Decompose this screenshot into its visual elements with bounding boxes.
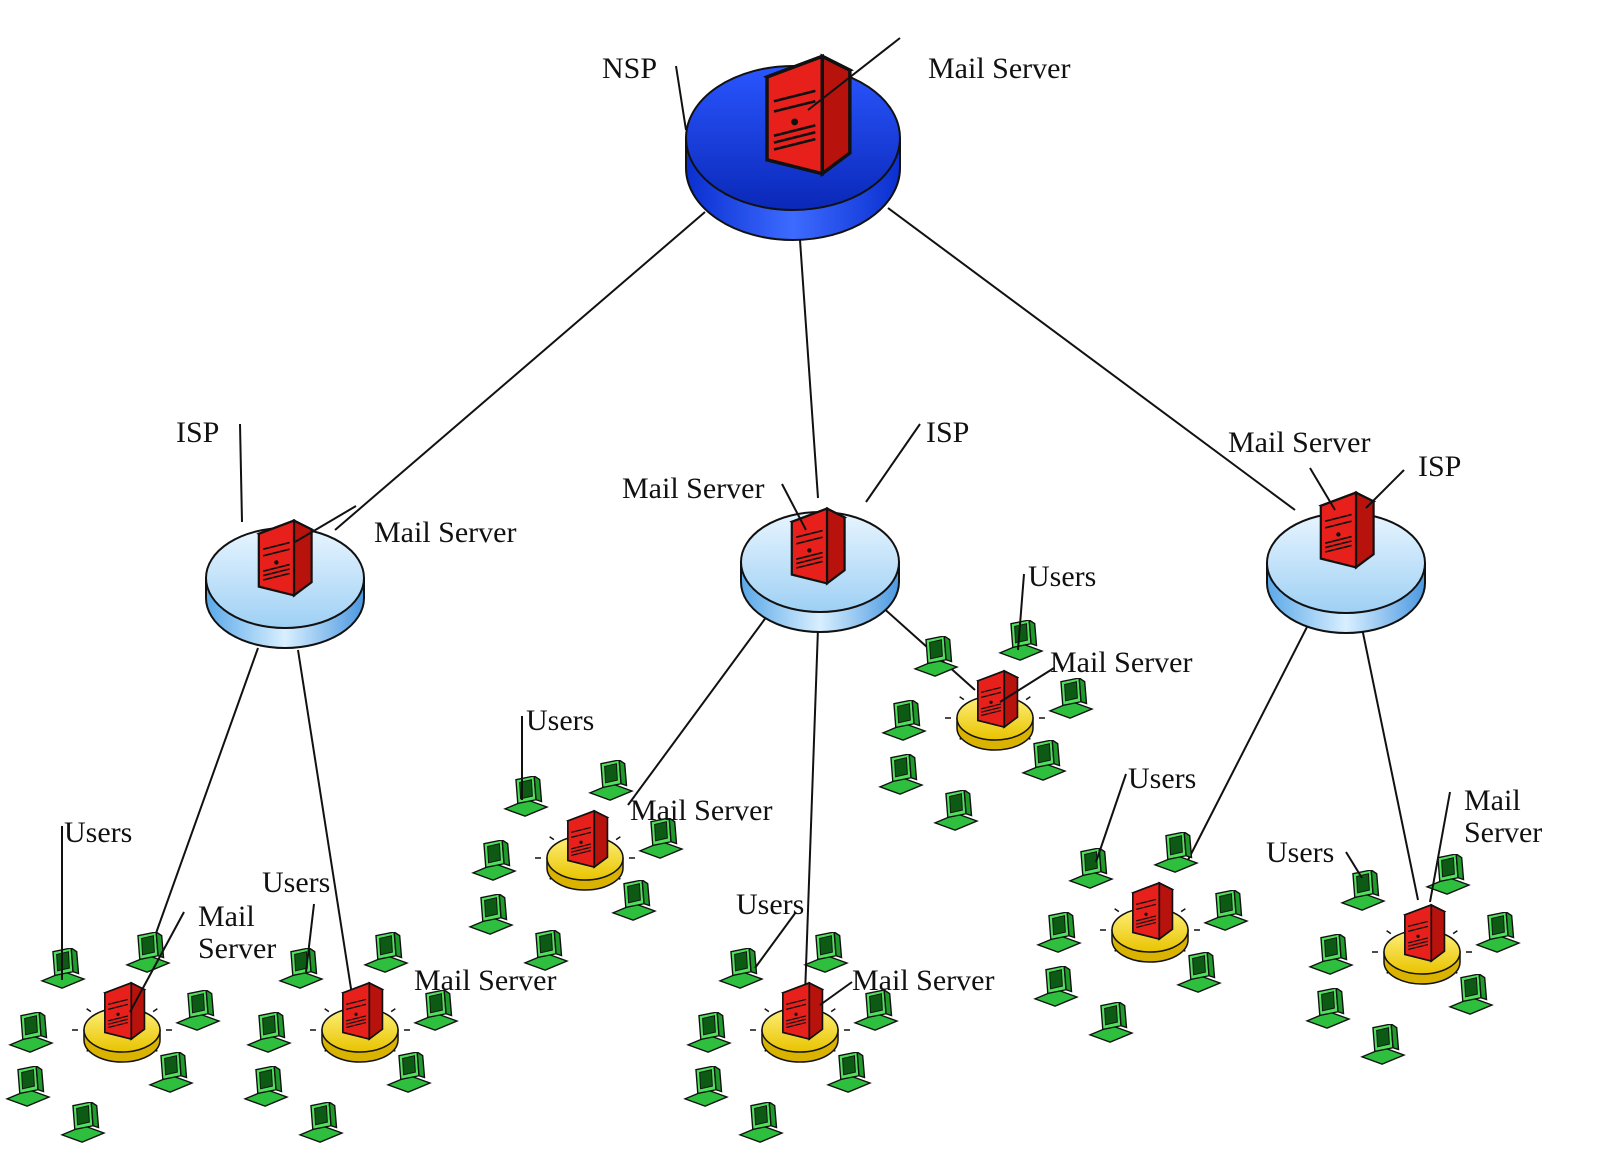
- isp-left-mail-server-icon: [257, 519, 313, 597]
- desktop-computer-icon: [9, 1012, 53, 1053]
- desktop-computer-icon: [879, 754, 923, 795]
- diagram-labels: NSP Mail Server ISP Mail Server ISP Mail…: [64, 52, 1542, 997]
- desktop-computer-icon: [299, 1102, 343, 1143]
- desktop-computer-icon: [687, 1012, 731, 1053]
- desktop-computer-icon: [244, 1066, 288, 1107]
- user-cluster-5: [684, 932, 898, 1143]
- label-cluster2-users: Users: [262, 866, 330, 899]
- user-cluster-3: [469, 760, 683, 971]
- nsp-mail-server-icon: [765, 54, 852, 176]
- isp-node-left: [205, 519, 365, 649]
- desktop-computer-icon: [176, 990, 220, 1031]
- isp-right-mail-server-icon: [1319, 491, 1375, 569]
- desktop-computer-icon: [1037, 912, 1081, 953]
- desktop-computer-icon: [739, 1102, 783, 1143]
- desktop-computer-icon: [472, 840, 516, 881]
- desktop-computer-icon: [1476, 912, 1520, 953]
- isp-node-mid: [740, 507, 900, 633]
- desktop-computer-icon: [469, 894, 513, 935]
- desktop-computer-icon: [589, 760, 633, 801]
- label-isp-mid-mail-server: Mail Server: [622, 472, 764, 505]
- server-tower-icon: [104, 982, 146, 1040]
- label-cluster6-users: Users: [1128, 762, 1196, 795]
- desktop-computer-icon: [1309, 934, 1353, 975]
- label-isp-mid: ISP: [926, 416, 969, 449]
- label-cluster1-mail: Mail: [198, 900, 255, 933]
- desktop-computer-icon: [1089, 1002, 1133, 1043]
- label-isp-right: ISP: [1418, 450, 1461, 483]
- label-cluster1-users: Users: [64, 816, 132, 849]
- desktop-computer-icon: [364, 932, 408, 973]
- label-cluster5-users: Users: [736, 888, 804, 921]
- user-cluster-1: [6, 932, 220, 1143]
- user-cluster-2: [244, 932, 458, 1143]
- desktop-computer-icon: [247, 1012, 291, 1053]
- user-cluster-6: [1034, 832, 1248, 1043]
- server-tower-icon: [342, 982, 384, 1040]
- desktop-computer-icon: [684, 1066, 728, 1107]
- nsp-node: [685, 54, 901, 241]
- desktop-computer-icon: [1154, 832, 1198, 873]
- label-nsp: NSP: [602, 52, 657, 85]
- label-isp-left: ISP: [176, 416, 219, 449]
- label-cluster3-users: Users: [526, 704, 594, 737]
- desktop-computer-icon: [612, 880, 656, 921]
- desktop-computer-icon: [1034, 966, 1078, 1007]
- server-tower-icon: [977, 670, 1019, 728]
- label-nsp-mail-server: Mail Server: [928, 52, 1070, 85]
- desktop-computer-icon: [1204, 890, 1248, 931]
- desktop-computer-icon: [1341, 870, 1385, 911]
- label-cluster5-mail-server: Mail Server: [852, 964, 994, 997]
- user-cluster-4: [879, 620, 1093, 831]
- desktop-computer-icon: [1177, 952, 1221, 993]
- label-cluster2-mail-server: Mail Server: [414, 964, 556, 997]
- server-tower-icon: [567, 810, 609, 868]
- desktop-computer-icon: [999, 620, 1043, 661]
- isp-node-right: [1266, 491, 1426, 634]
- desktop-computer-icon: [1361, 1024, 1405, 1065]
- leader-lines: [61, 37, 1451, 1013]
- desktop-computer-icon: [279, 948, 323, 989]
- user-cluster-7: [1306, 854, 1520, 1065]
- server-tower-icon: [1132, 882, 1174, 940]
- label-cluster4-mail-server: Mail Server: [1050, 646, 1192, 679]
- user-clusters: [6, 620, 1520, 1143]
- desktop-computer-icon: [934, 790, 978, 831]
- label-cluster1-server: Server: [198, 932, 276, 965]
- label-cluster7-users: Users: [1266, 836, 1334, 869]
- desktop-computer-icon: [504, 776, 548, 817]
- label-cluster3-mail-server: Mail Server: [630, 794, 772, 827]
- server-tower-icon: [782, 982, 824, 1040]
- desktop-computer-icon: [61, 1102, 105, 1143]
- network-links: [149, 207, 1419, 996]
- desktop-computer-icon: [6, 1066, 50, 1107]
- server-tower-icon: [1404, 904, 1446, 962]
- desktop-computer-icon: [882, 700, 926, 741]
- desktop-computer-icon: [149, 1052, 193, 1093]
- desktop-computer-icon: [1306, 988, 1350, 1029]
- desktop-computer-icon: [827, 1052, 871, 1093]
- label-isp-right-mail-server: Mail Server: [1228, 426, 1370, 459]
- label-cluster4-users: Users: [1028, 560, 1096, 593]
- desktop-computer-icon: [804, 932, 848, 973]
- desktop-computer-icon: [1069, 848, 1113, 889]
- desktop-computer-icon: [1449, 974, 1493, 1015]
- label-cluster7-mail: Mail: [1464, 784, 1521, 817]
- desktop-computer-icon: [1022, 740, 1066, 781]
- label-isp-left-mail-server: Mail Server: [374, 516, 516, 549]
- label-cluster7-server: Server: [1464, 816, 1542, 849]
- desktop-computer-icon: [1049, 678, 1093, 719]
- desktop-computer-icon: [387, 1052, 431, 1093]
